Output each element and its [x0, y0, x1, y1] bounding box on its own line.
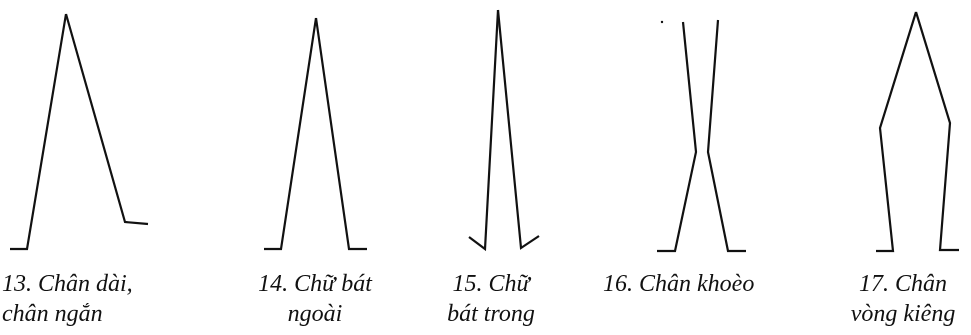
figure-15-inward-v — [469, 10, 539, 249]
caption-13-line-2: chân ngắn — [2, 299, 133, 329]
right-leg-16 — [708, 20, 746, 251]
caption-16: 16. Chân khoèo — [603, 269, 754, 299]
caption-14-line-1: 14. Chữ bát — [240, 269, 390, 299]
right-leg-14 — [316, 18, 367, 249]
caption-15-line-1: 15. Chữ — [432, 269, 550, 299]
left-leg-16 — [657, 22, 696, 251]
caption-13-line-1: 13. Chân dài, — [2, 269, 133, 299]
figure-17-bow-legs — [876, 12, 959, 251]
caption-15-line-2: bát trong — [432, 299, 550, 329]
right-leg-13 — [66, 14, 148, 224]
left-leg-13 — [10, 14, 66, 249]
caption-15: 15. Chữ bát trong — [432, 269, 550, 329]
caption-16-line-1: 16. Chân khoèo — [603, 269, 754, 299]
left-leg-14 — [264, 18, 316, 249]
caption-17-line-2: vòng kiêng — [836, 299, 970, 329]
caption-17: 17. Chân vòng kiêng — [836, 269, 970, 329]
left-leg-17 — [876, 12, 916, 251]
figure-13-long-short-legs — [10, 14, 148, 249]
right-leg-15 — [498, 10, 539, 248]
caption-14: 14. Chữ bát ngoài — [240, 269, 390, 329]
caption-17-line-1: 17. Chân — [836, 269, 970, 299]
right-leg-17 — [916, 12, 959, 250]
caption-14-line-2: ngoài — [240, 299, 390, 329]
figure-14-outward-v — [264, 18, 367, 249]
dot-16 — [661, 21, 663, 23]
caption-13: 13. Chân dài, chân ngắn — [2, 269, 133, 329]
left-leg-15 — [469, 10, 498, 249]
figure-16-knock-knees — [657, 20, 746, 251]
